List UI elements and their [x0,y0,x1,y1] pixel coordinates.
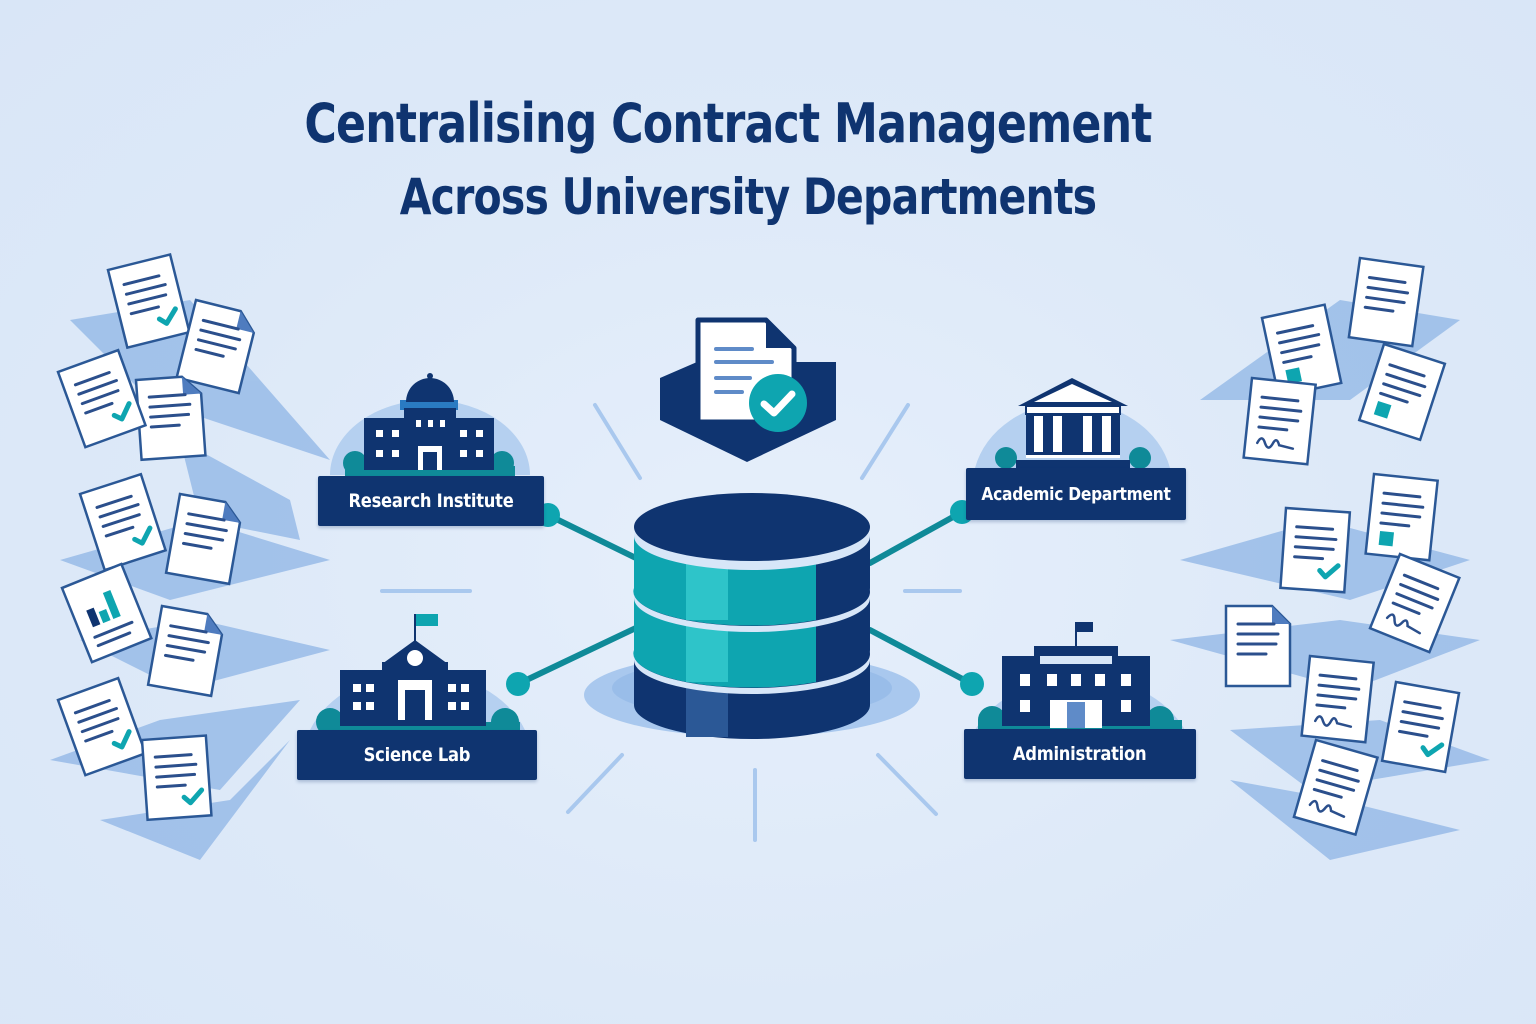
office-building-flag-icon [975,622,1185,734]
checkbox-document-icon [1366,474,1438,560]
signed-document-icon [1244,378,1316,464]
document-icon [1226,606,1290,686]
department-label-administration: Administration [964,729,1196,779]
domed-building-icon [330,373,530,476]
document-icon [136,376,205,460]
columned-building-icon [975,378,1170,469]
page-title-line-2: Across University Departments [399,168,1097,226]
document-icon [142,736,211,820]
signed-document-icon [1302,656,1374,742]
school-building-flag-icon [310,614,525,736]
database-icon [584,493,920,739]
page-title-line-1: Centralising Contract Management [304,92,1152,155]
department-label-academic-department: Academic Department [966,468,1186,520]
document-icon [148,606,225,696]
connectors [515,509,975,687]
radiating-lines [380,403,962,842]
verified-contract-icon [660,317,836,462]
document-icon [1382,682,1459,772]
department-label-science-lab: Science Lab [297,730,537,780]
document-icon [1280,508,1349,592]
department-label-research-institute: Research Institute [318,476,544,526]
